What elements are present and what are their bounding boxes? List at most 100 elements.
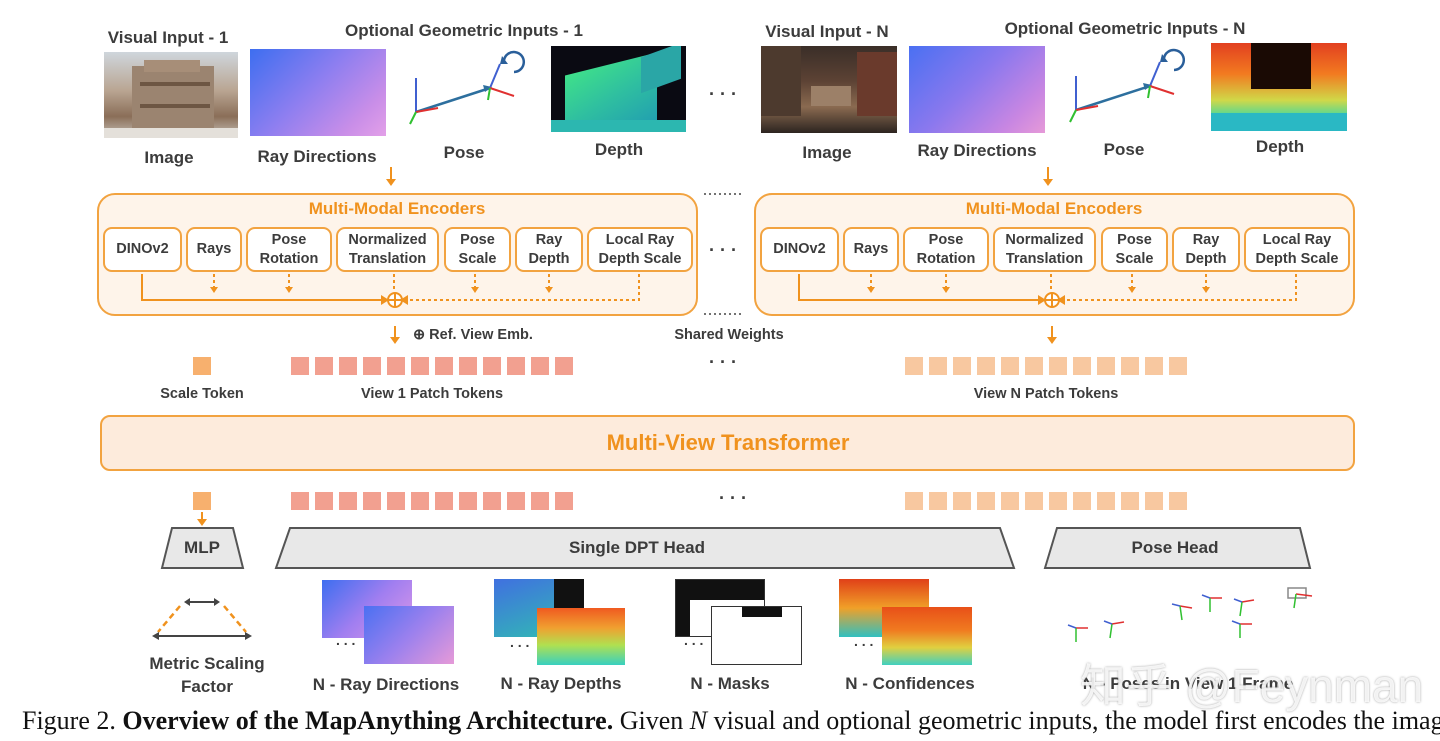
patch-token [411,357,429,375]
caption-text-a: Given [613,706,690,735]
caption-n: N [689,706,708,735]
out-ray-dots: . . . [336,632,356,648]
patch-token [291,492,309,510]
encoder-pose-rotation: Pose Rotation [246,227,332,272]
patch-token [507,357,525,375]
patch-token [555,492,573,510]
patch-token [977,492,995,510]
patch-token [953,357,971,375]
encoder-n-dinov2: DINOv2 [760,227,839,272]
view1-pose-label: Pose [443,143,485,162]
encoder-ray-depth: Ray Depth [515,227,583,272]
patch-token [387,492,405,510]
patch-token [977,357,995,375]
figure-caption: Figure 2. Overview of the MapAnything Ar… [22,706,1440,736]
patch-token [905,492,923,510]
viewN-ray-label: Ray Directions [917,141,1037,160]
transformer-label: Multi-View Transformer [606,430,850,455]
patch-token [1097,492,1115,510]
patch-token [411,492,429,510]
encoder-normalized-translation: Normalized Translation [336,227,439,272]
ref-view-emb-label: ⊕ Ref. View Emb. [413,327,533,343]
patch-token [531,357,549,375]
out-conf-front [882,607,972,665]
patch-token [953,492,971,510]
patch-token [339,357,357,375]
pose-head: Pose Head [1131,538,1219,557]
dpt-head: Single DPT Head [568,538,706,557]
patch-token [1049,357,1067,375]
heads-shapes [160,527,1312,569]
encoders-ellipsis: · · · [709,240,737,260]
viewN-input-image [761,46,897,133]
scale-token-label: Scale Token [160,386,244,402]
patch-token [459,492,477,510]
encoder-n-pose-rotation: Pose Rotation [903,227,989,272]
encoders-sum-lines-view1 [141,274,640,308]
patch-token [435,357,453,375]
encoder-local-ray-depth-scale: Local Ray Depth Scale [587,227,693,272]
encoder-n-pose-scale: Pose Scale [1101,227,1168,272]
view1-tokens-label: View 1 Patch Tokens [360,386,504,402]
out-mask-front [711,606,802,665]
viewN-image-label: Image [802,143,852,162]
multi-view-transformer [100,415,1355,471]
out-masks-label: N - Masks [690,674,770,693]
view1-image-label: Image [144,148,194,167]
scale-token-in [193,357,211,375]
view1-depth-image [551,46,686,132]
patch-token [1169,492,1187,510]
patch-token [929,492,947,510]
out-mask-dots: . . . [684,632,704,648]
view1-ray-directions-image [250,49,386,136]
patch-token [1073,492,1091,510]
out-depth-front [537,608,625,665]
encoder-n-ray-depth: Ray Depth [1172,227,1240,272]
encoder-rays: Rays [186,227,242,272]
view1-pose-icon [409,50,526,125]
view1-input-image [104,52,238,138]
view1-depth-label: Depth [594,140,644,159]
patch-token [459,357,477,375]
viewN-visual-title: Visual Input - N [765,22,889,41]
encoders-title-view1: Multi-Modal Encoders [308,199,486,218]
out-conf-dots: . . . [854,633,874,649]
patch-token [1025,357,1043,375]
encoders-title-viewN: Multi-Modal Encoders [965,199,1143,218]
patch-token [483,357,501,375]
viewN-geom-title: Optional Geometric Inputs - N [1004,19,1246,38]
patch-token [291,357,309,375]
out-poses-icon [1067,587,1313,642]
top-ellipsis: · · · [709,84,737,104]
patch-token [1001,492,1019,510]
patch-token [905,357,923,375]
caption-prefix: Figure 2. [22,706,123,735]
viewN-depth-image [1211,43,1347,131]
patch-token [555,357,573,375]
metric-scale-icon [152,598,252,640]
patch-token [1001,357,1019,375]
encoder-pose-scale: Pose Scale [444,227,511,272]
patch-token [315,492,333,510]
patch-token [1145,492,1163,510]
caption-text-b: visual and optional geometric inputs, th… [707,706,1440,735]
viewN-pose-label: Pose [1103,140,1145,159]
patch-token [315,357,333,375]
watermark: 知乎 @Feynman [1080,660,1424,712]
metric-scaling-label: Metric Scaling Factor [149,654,265,696]
tokens-ellipsis-in: · · · [709,352,737,372]
patch-token [363,492,381,510]
tokens-ellipsis-out: · · · [719,488,747,508]
patch-token [531,492,549,510]
patch-token [1073,357,1091,375]
view1-visual-title: Visual Input - 1 [107,28,229,47]
view1-ray-label: Ray Directions [257,147,377,166]
patch-token [1121,492,1139,510]
encoder-dinov2: DINOv2 [103,227,182,272]
out-ray-front [364,606,454,664]
mlp-head: MLP [184,538,220,557]
patch-token [1049,492,1067,510]
out-rays-label: N - Ray Directions [312,675,460,694]
encoders-sum-lines-viewN [798,274,1297,308]
out-conf-label: N - Confidences [845,674,975,693]
